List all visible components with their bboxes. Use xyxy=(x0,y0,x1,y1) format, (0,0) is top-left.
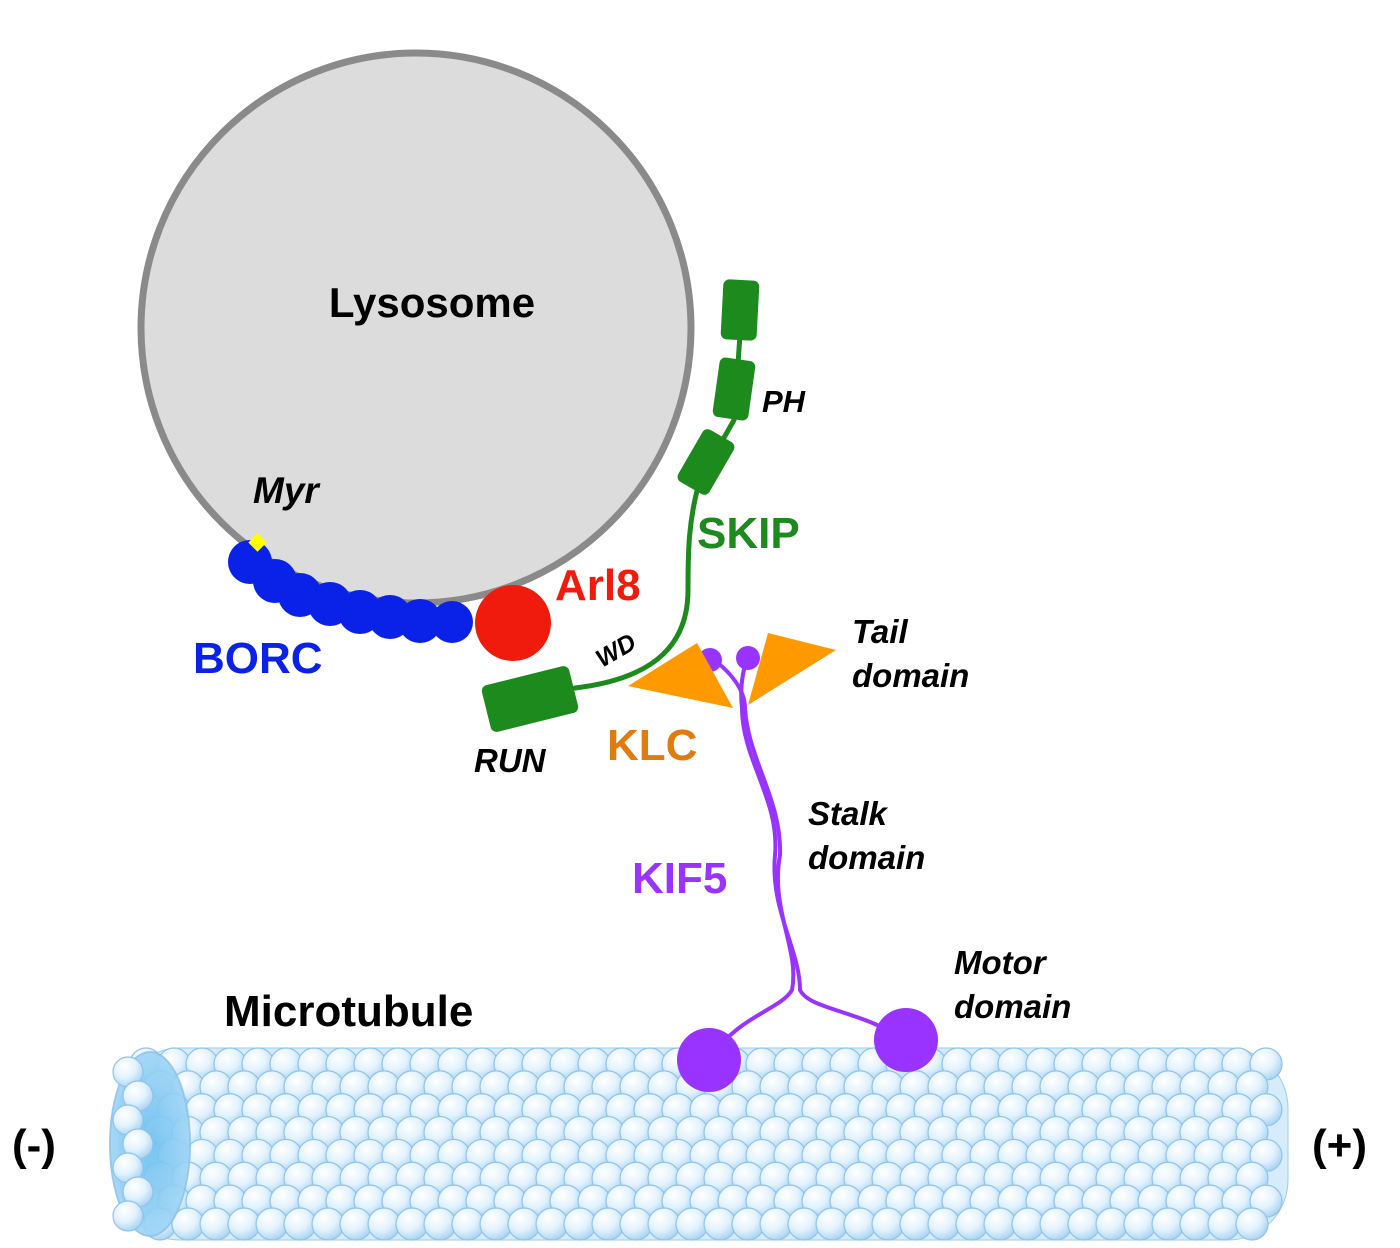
tubulin-subunit xyxy=(759,1207,793,1241)
tubulin-subunit xyxy=(1179,1207,1213,1241)
tubulin-subunit xyxy=(1011,1207,1045,1241)
wd-domain-label: WD xyxy=(591,628,641,673)
tail-domain-label-line1: Tail xyxy=(852,613,908,650)
microtubule-label: Microtubule xyxy=(224,987,473,1036)
tubulin-subunit xyxy=(395,1207,429,1241)
tubulin-subunit xyxy=(563,1207,597,1241)
tubulin-subunit xyxy=(423,1207,457,1241)
skip-linker xyxy=(572,332,743,691)
myr-label: Myr xyxy=(253,470,321,511)
skip-domain-bottom xyxy=(677,429,735,495)
kif5-motor-head-right xyxy=(874,1008,938,1072)
klc-triangle-right xyxy=(748,633,836,705)
tubulin-subunit xyxy=(367,1207,401,1241)
lysosome xyxy=(137,49,695,607)
klc-triangle-left xyxy=(628,643,733,708)
tubulin-subunit xyxy=(1039,1207,1073,1241)
tubulin-subunit xyxy=(1151,1207,1185,1241)
tubulin-subunit xyxy=(255,1207,289,1241)
tubulin-subunit xyxy=(927,1207,961,1241)
tubulin-subunit xyxy=(703,1207,737,1241)
tubulin-subunit xyxy=(899,1207,933,1241)
tubulin-subunit xyxy=(871,1207,905,1241)
motor-domain-label-line1: Motor xyxy=(954,944,1048,981)
tubulin-subunit xyxy=(843,1207,877,1241)
tubulin-subunit xyxy=(787,1207,821,1241)
borc-label: BORC xyxy=(193,634,323,683)
klc-light-chain xyxy=(628,633,836,708)
tubulin-subunit xyxy=(647,1207,681,1241)
ph-domain-label: PH xyxy=(762,384,806,419)
tubulin-subunit xyxy=(983,1207,1017,1241)
kif5-motor-head-left xyxy=(677,1028,741,1092)
run-domain-label: RUN xyxy=(474,742,547,779)
kif5-motor xyxy=(677,646,938,1092)
tubulin-subunit xyxy=(591,1207,625,1241)
arl8-protein xyxy=(475,585,551,661)
borc-complex xyxy=(228,540,473,643)
tubulin-subunit xyxy=(227,1207,261,1241)
tubulin-subunit xyxy=(479,1207,513,1241)
tubulin-subunit xyxy=(535,1207,569,1241)
microtubule xyxy=(109,1047,1289,1241)
tubulin-subunit xyxy=(451,1207,485,1241)
tubulin-subunit xyxy=(112,1200,144,1232)
tubulin-subunit xyxy=(283,1207,317,1241)
tubulin-subunit xyxy=(1207,1207,1241,1241)
skip-run-domain xyxy=(481,666,579,732)
tubulin-subunit xyxy=(1095,1207,1129,1241)
tubulin-subunit xyxy=(199,1207,233,1241)
kif5-tail-head-right xyxy=(736,646,760,670)
tubulin-subunit xyxy=(675,1207,709,1241)
plus-end-label: (+) xyxy=(1312,1121,1367,1170)
kif5-stalk-strand-b xyxy=(739,655,907,1042)
tubulin-subunit xyxy=(1123,1207,1157,1241)
myr-anchor xyxy=(248,533,267,552)
borc-subunit xyxy=(431,601,473,643)
motor-domain-label-line2: domain xyxy=(954,988,1071,1025)
kif5-stalk-strand-a xyxy=(706,654,796,1060)
skip-label: SKIP xyxy=(697,509,800,558)
skip-ph-domain xyxy=(712,357,756,421)
tubulin-subunit xyxy=(1235,1207,1269,1241)
skip-domain-top xyxy=(720,279,760,341)
borc-subunit xyxy=(398,599,442,643)
tubulin-subunit xyxy=(619,1207,653,1241)
tail-domain-label-line2: domain xyxy=(852,657,969,694)
kif5-label: KIF5 xyxy=(632,854,727,903)
tubulin-subunit xyxy=(339,1207,373,1241)
tubulin-subunit xyxy=(1067,1207,1101,1241)
stalk-domain-label-line1: Stalk xyxy=(808,795,889,832)
skip-protein xyxy=(481,279,760,732)
tubulin-subunit xyxy=(815,1207,849,1241)
arl8-label: Arl8 xyxy=(555,561,641,610)
tubulin-subunit xyxy=(311,1207,345,1241)
tubulin-subunit xyxy=(731,1207,765,1241)
klc-label: KLC xyxy=(607,721,697,770)
tubulin-subunit xyxy=(507,1207,541,1241)
minus-end-label: (-) xyxy=(12,1121,56,1170)
lysosome-label: Lysosome xyxy=(329,279,535,326)
tubulin-subunit xyxy=(955,1207,989,1241)
stalk-domain-label-line2: domain xyxy=(808,839,925,876)
